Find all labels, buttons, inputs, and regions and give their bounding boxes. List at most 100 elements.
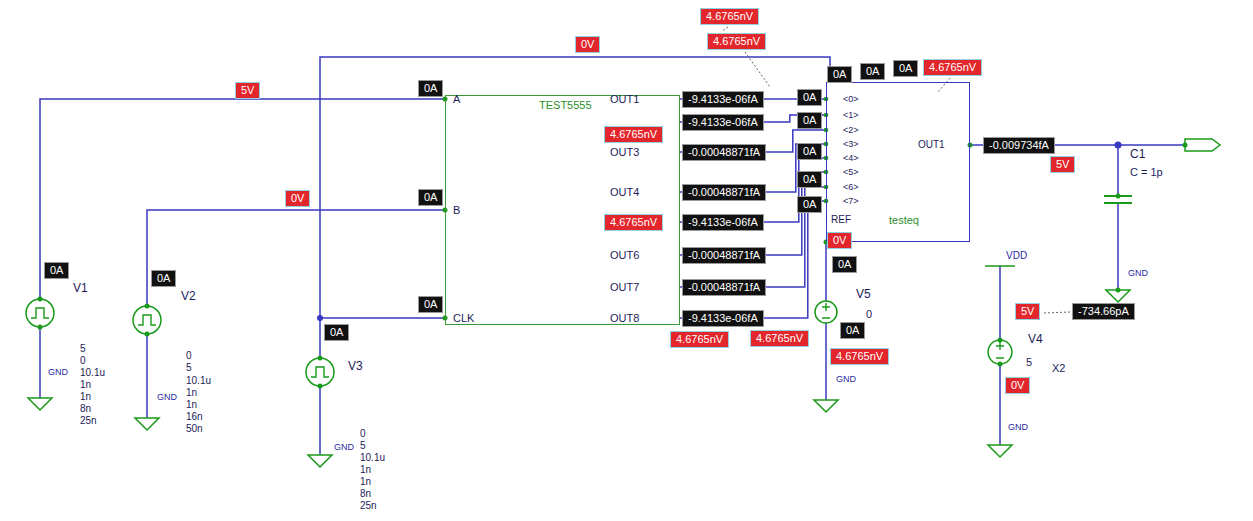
- pin-or-value: 8n: [360, 488, 371, 500]
- leader-line: [1044, 312, 1070, 313]
- wire: [147, 210, 445, 306]
- probe-value: 4.6765nV: [676, 333, 723, 345]
- pin-or-value: 1n: [360, 476, 371, 488]
- probe-value: 0A: [803, 91, 816, 103]
- leader-line: [745, 52, 770, 87]
- probe-value: -0.00048871fA: [688, 146, 760, 158]
- pin-or-value: 25n: [360, 500, 377, 512]
- pin-or-value: 5: [1026, 356, 1032, 369]
- probe-tag: 4.6765nV: [604, 126, 663, 143]
- probe-tag: 0A: [418, 189, 443, 206]
- probe-tag: 5V: [1050, 156, 1075, 173]
- probe-value: 4.6765nV: [610, 216, 657, 228]
- pin-or-value: 10.1u: [186, 375, 211, 387]
- pin-or-value: X2: [1052, 362, 1065, 375]
- pin-or-value: <6>: [843, 182, 859, 192]
- part-name: V1: [73, 282, 88, 296]
- probe-value: 5V: [1021, 305, 1034, 317]
- pin-dot: [1116, 288, 1121, 293]
- probe-tag: 5V: [235, 82, 260, 99]
- pulse-source: [306, 358, 334, 386]
- pin-or-value: <4>: [843, 153, 859, 163]
- probe-tag: 5V: [1015, 303, 1040, 320]
- probe-value: 0A: [833, 68, 846, 80]
- pin-or-value: OUT4: [610, 186, 639, 199]
- pin-or-value: CLK: [453, 312, 474, 325]
- probe-value: 4.6765nV: [929, 61, 976, 73]
- probe-tag: 4.6765nV: [830, 348, 889, 365]
- probe-tag: 0A: [797, 89, 822, 106]
- probe-tag: 4.6765nV: [604, 214, 663, 231]
- pin-or-value: 5: [360, 440, 366, 452]
- probe-tag: 4.6765nV: [750, 330, 809, 347]
- pin-dot: [1116, 194, 1121, 199]
- probe-tag: 4.6765nV: [700, 8, 759, 25]
- probe-value: 5V: [1056, 158, 1069, 170]
- pin-or-value: 25n: [80, 415, 97, 427]
- probe-tag: 0A: [893, 60, 918, 77]
- polarity-glyph: [996, 342, 1004, 358]
- probe-value: 0A: [424, 82, 437, 94]
- probe-value: 0V: [581, 38, 594, 50]
- probe-tag: 0A: [832, 256, 857, 273]
- probe-value: 5V: [241, 84, 254, 96]
- probe-value: 4.6765nV: [610, 128, 657, 140]
- probe-tag: 0V: [1005, 377, 1030, 394]
- pin-or-value: 0: [866, 308, 872, 321]
- probe-tag: 4.6765nV: [707, 33, 766, 50]
- probe-value: -734.66pA: [1078, 305, 1129, 317]
- probe-tag: 0A: [797, 112, 822, 129]
- block-name: testeq: [889, 214, 919, 227]
- pulse-source: [26, 299, 54, 327]
- probe-value: 0A: [157, 272, 170, 284]
- pin-or-value: OUT3: [610, 146, 639, 159]
- signal-wire: [680, 187, 826, 287]
- part-name: C1: [1130, 148, 1145, 162]
- probe-value: -0.00048871fA: [688, 249, 760, 261]
- pin-or-value: 1n: [80, 391, 91, 403]
- pin-or-value: 1n: [186, 387, 197, 399]
- probe-value: 0A: [803, 145, 816, 157]
- net-name: GND: [1128, 268, 1148, 278]
- pin-or-value: 50n: [186, 423, 203, 435]
- pin-dot: [145, 332, 150, 337]
- probe-tag: 0A: [151, 270, 176, 287]
- pulse-source: [133, 306, 161, 334]
- junction-dot: [1115, 142, 1122, 149]
- probe-tag: 0A: [797, 143, 822, 160]
- vdd-symbol: [985, 265, 1015, 267]
- pin-dot: [998, 362, 1003, 367]
- pin-or-value: <1>: [843, 110, 859, 120]
- probe-value: -9.4133e-06fA: [688, 312, 758, 324]
- pin-or-value: <7>: [843, 196, 859, 206]
- output-port: [1185, 139, 1220, 151]
- pin-or-value: 8n: [80, 403, 91, 415]
- pin-or-value: 1n: [360, 464, 371, 476]
- probe-tag: 0A: [418, 296, 443, 313]
- ground-symbol: [308, 455, 332, 467]
- ground-symbol: [988, 445, 1012, 457]
- block-name: TEST5555: [539, 99, 592, 112]
- probe-value: 0V: [833, 234, 846, 246]
- pin-or-value: OUT1: [918, 139, 945, 151]
- wires: [40, 57, 1185, 455]
- probe-tag: 0A: [797, 171, 822, 188]
- pulse-glyph: [31, 308, 49, 318]
- probe-tag: -9.4133e-06fA: [682, 114, 764, 131]
- pin-dot: [1183, 143, 1188, 148]
- pin-or-value: OUT8: [610, 312, 639, 325]
- pin-or-value: <0>: [843, 94, 859, 104]
- pin-or-value: 5: [186, 362, 192, 374]
- pin-or-value: 1n: [80, 379, 91, 391]
- net-name: GND: [836, 374, 856, 384]
- signal-wire: [680, 201, 826, 318]
- pin-or-value: 10.1u: [80, 367, 105, 379]
- wire: [39, 327, 41, 398]
- wire: [999, 364, 1001, 445]
- part-name: V4: [1028, 333, 1043, 347]
- probe-value: -0.00048871fA: [688, 186, 760, 198]
- probe-tag: 4.6765nV: [923, 59, 982, 76]
- probe-value: -9.4133e-06fA: [688, 216, 758, 228]
- wire: [825, 242, 827, 301]
